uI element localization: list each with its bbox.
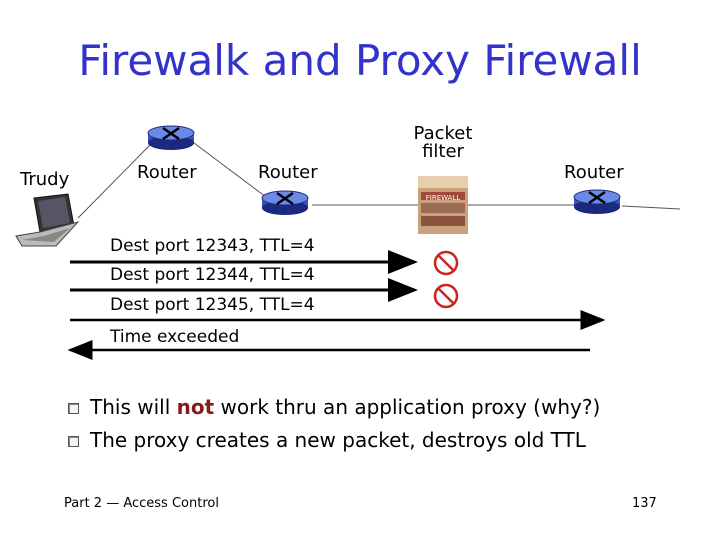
blocked-icon-2 bbox=[433, 283, 459, 309]
bullet-item-2: The proxy creates a new packet, destroys… bbox=[90, 428, 586, 452]
firewall-sign-text: FIREWALL bbox=[426, 194, 461, 202]
router-icon-3 bbox=[573, 189, 621, 214]
page-number: 137 bbox=[632, 496, 657, 511]
router-icon-1 bbox=[147, 125, 195, 150]
blocked-icon-1 bbox=[433, 250, 459, 276]
bullet-marker bbox=[68, 436, 79, 447]
link-trudy-router1 bbox=[77, 144, 151, 219]
packet-label-3: Dest port 12345, TTL=4 bbox=[110, 295, 315, 315]
trudy-label: Trudy bbox=[20, 169, 70, 190]
router-icon-2 bbox=[261, 190, 309, 215]
footer-course-label: Part 2 — Access Control bbox=[64, 496, 219, 511]
bullet-marker bbox=[68, 403, 79, 414]
emphasis-not: not bbox=[176, 395, 215, 419]
time-exceeded-label: Time exceeded bbox=[110, 329, 244, 346]
packet-label-1: Dest port 12343, TTL=4 bbox=[110, 236, 315, 256]
firewall-icon: FIREWALL bbox=[418, 176, 468, 234]
packet-label-2: Dest port 12344, TTL=4 bbox=[110, 265, 315, 285]
bullet-item-1: This will not work thru an application p… bbox=[90, 395, 601, 419]
link-router1-router2 bbox=[185, 136, 267, 198]
link-router3-out bbox=[621, 205, 681, 210]
slide-title: Firewalk and Proxy Firewall bbox=[78, 36, 642, 85]
packet-filter-label: Packet filter bbox=[413, 123, 473, 162]
laptop-icon bbox=[15, 193, 80, 247]
router3-label: Router bbox=[564, 162, 624, 183]
router1-label: Router bbox=[137, 162, 197, 183]
router2-label: Router bbox=[258, 162, 318, 183]
